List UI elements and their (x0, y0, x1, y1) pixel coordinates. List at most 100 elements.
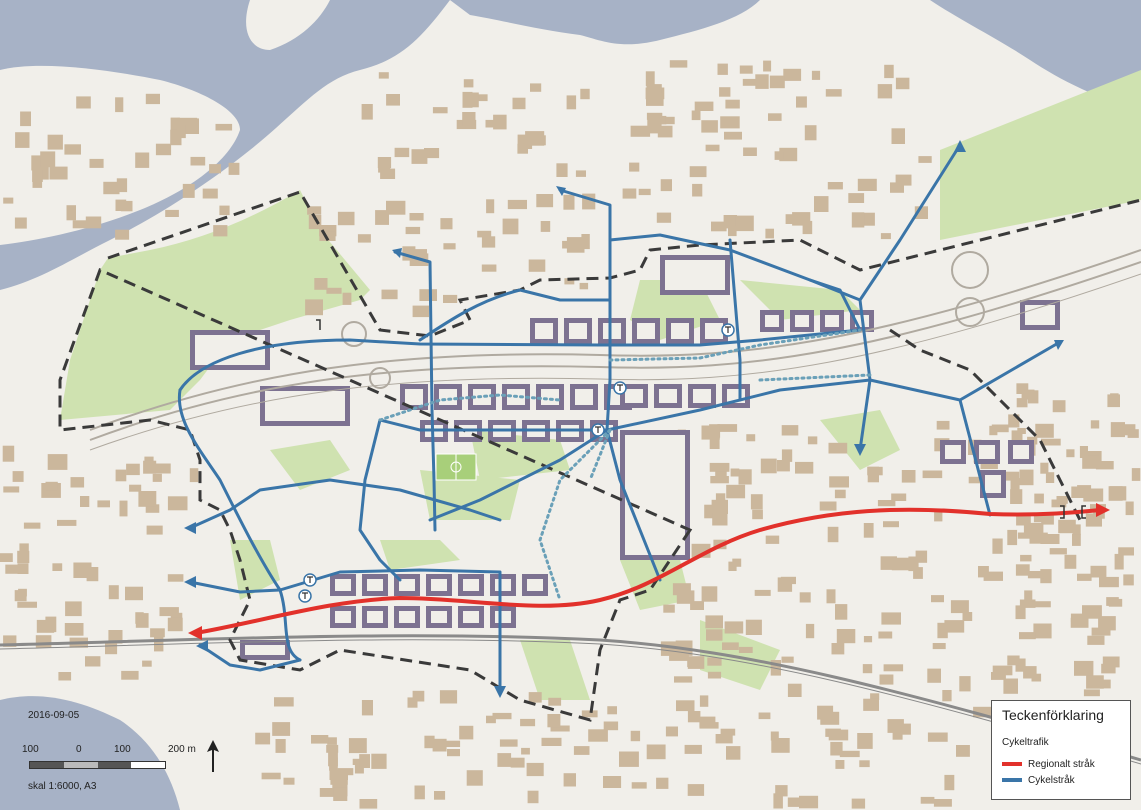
existing-building (85, 656, 101, 667)
existing-building (691, 110, 701, 121)
existing-building (742, 78, 759, 86)
existing-building (835, 604, 848, 620)
existing-building (447, 749, 460, 757)
existing-building (880, 233, 891, 240)
existing-building (918, 156, 932, 163)
existing-building (52, 563, 63, 571)
existing-building (711, 221, 727, 232)
existing-building (588, 729, 608, 742)
existing-building (1016, 383, 1029, 394)
existing-building (64, 623, 84, 636)
existing-building (330, 776, 348, 785)
existing-building (705, 615, 723, 629)
existing-building (65, 601, 82, 617)
existing-building (528, 259, 546, 272)
legend-swatch-regional (1002, 762, 1022, 766)
existing-building (709, 437, 720, 449)
existing-building (913, 567, 923, 579)
existing-building (308, 215, 322, 230)
existing-building (319, 231, 336, 241)
existing-building (687, 784, 705, 796)
existing-building (342, 292, 352, 305)
existing-building (375, 210, 389, 225)
existing-building (705, 144, 720, 152)
existing-building (307, 206, 322, 215)
existing-building (274, 697, 294, 707)
existing-building (959, 676, 971, 692)
existing-building (1107, 394, 1120, 408)
existing-building (32, 170, 43, 182)
existing-building (867, 466, 879, 483)
existing-building (536, 194, 554, 208)
existing-building (305, 299, 323, 316)
dotted-paths (378, 328, 872, 602)
existing-building (765, 228, 774, 239)
existing-building (359, 754, 370, 768)
existing-building (89, 158, 104, 168)
existing-building (326, 744, 339, 753)
existing-building (710, 476, 729, 484)
existing-building (804, 125, 817, 141)
existing-building (1118, 547, 1134, 556)
existing-building (1016, 514, 1031, 526)
existing-building (922, 470, 943, 479)
existing-building (726, 484, 746, 499)
existing-building (619, 751, 639, 767)
existing-building (135, 152, 150, 168)
stop-markers (298, 323, 735, 603)
existing-building (45, 481, 58, 491)
existing-building (787, 683, 802, 697)
existing-building (1099, 576, 1119, 588)
existing-building (150, 628, 165, 638)
existing-building (1052, 400, 1066, 413)
existing-building (877, 500, 896, 507)
existing-building (170, 129, 182, 146)
existing-building (103, 181, 120, 195)
existing-building (119, 500, 128, 517)
existing-building (547, 714, 561, 728)
existing-building (371, 753, 387, 769)
existing-building (857, 178, 877, 191)
existing-building (701, 120, 718, 133)
existing-building (720, 116, 740, 129)
existing-building (769, 75, 785, 89)
existing-building (1019, 632, 1036, 640)
existing-building (1114, 553, 1124, 570)
water-southwest (0, 696, 180, 810)
existing-building (159, 607, 179, 617)
existing-building (146, 525, 163, 535)
existing-building (830, 741, 843, 756)
existing-building (1017, 428, 1026, 434)
existing-building (1072, 533, 1081, 546)
existing-building (781, 425, 799, 436)
existing-building (711, 499, 728, 514)
existing-building (771, 738, 790, 753)
existing-building (432, 107, 448, 114)
existing-building (674, 676, 693, 683)
existing-building (361, 104, 373, 120)
existing-building (407, 697, 418, 708)
existing-building (548, 697, 562, 706)
existing-building (1008, 414, 1020, 428)
existing-building (380, 168, 396, 179)
existing-building (462, 112, 476, 127)
existing-building (646, 95, 664, 106)
existing-building (49, 166, 68, 180)
existing-building (828, 729, 849, 741)
existing-building (462, 91, 473, 108)
existing-building (715, 734, 733, 744)
existing-building (848, 193, 865, 203)
existing-building (1030, 601, 1051, 608)
existing-building (956, 745, 970, 757)
existing-building (719, 87, 731, 97)
existing-building (145, 93, 160, 105)
existing-building (314, 278, 328, 290)
existing-building (811, 70, 821, 80)
existing-building (735, 215, 754, 232)
existing-building (1007, 529, 1018, 546)
existing-building (792, 212, 811, 226)
existing-building (434, 791, 446, 800)
existing-building (877, 84, 893, 99)
existing-building (992, 665, 1013, 676)
existing-building (1027, 571, 1045, 579)
